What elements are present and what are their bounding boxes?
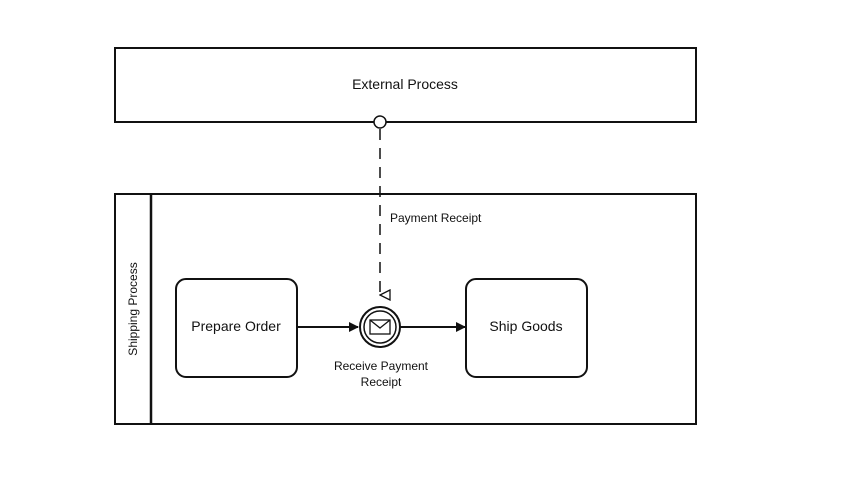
external-process-label: External Process [352,76,458,92]
external-process-pool[interactable]: External Process [114,47,697,123]
task-ship-goods-label: Ship Goods [489,318,562,334]
receive-payment-event[interactable]: Receive Payment Receipt [334,306,429,389]
task-prepare-order[interactable]: Prepare Order [175,278,298,378]
envelope-icon [369,319,391,335]
message-flow-start-circle [373,115,387,129]
task-prepare-order-label: Prepare Order [191,318,281,334]
event-label-line2: Receipt [361,375,402,389]
message-flow-label: Payment Receipt [390,211,482,225]
event-label-line1: Receive Payment [334,359,429,373]
task-ship-goods[interactable]: Ship Goods [465,278,588,378]
message-flow[interactable]: Payment Receipt [373,115,482,295]
shipping-process-label: Shipping Process [126,262,140,355]
